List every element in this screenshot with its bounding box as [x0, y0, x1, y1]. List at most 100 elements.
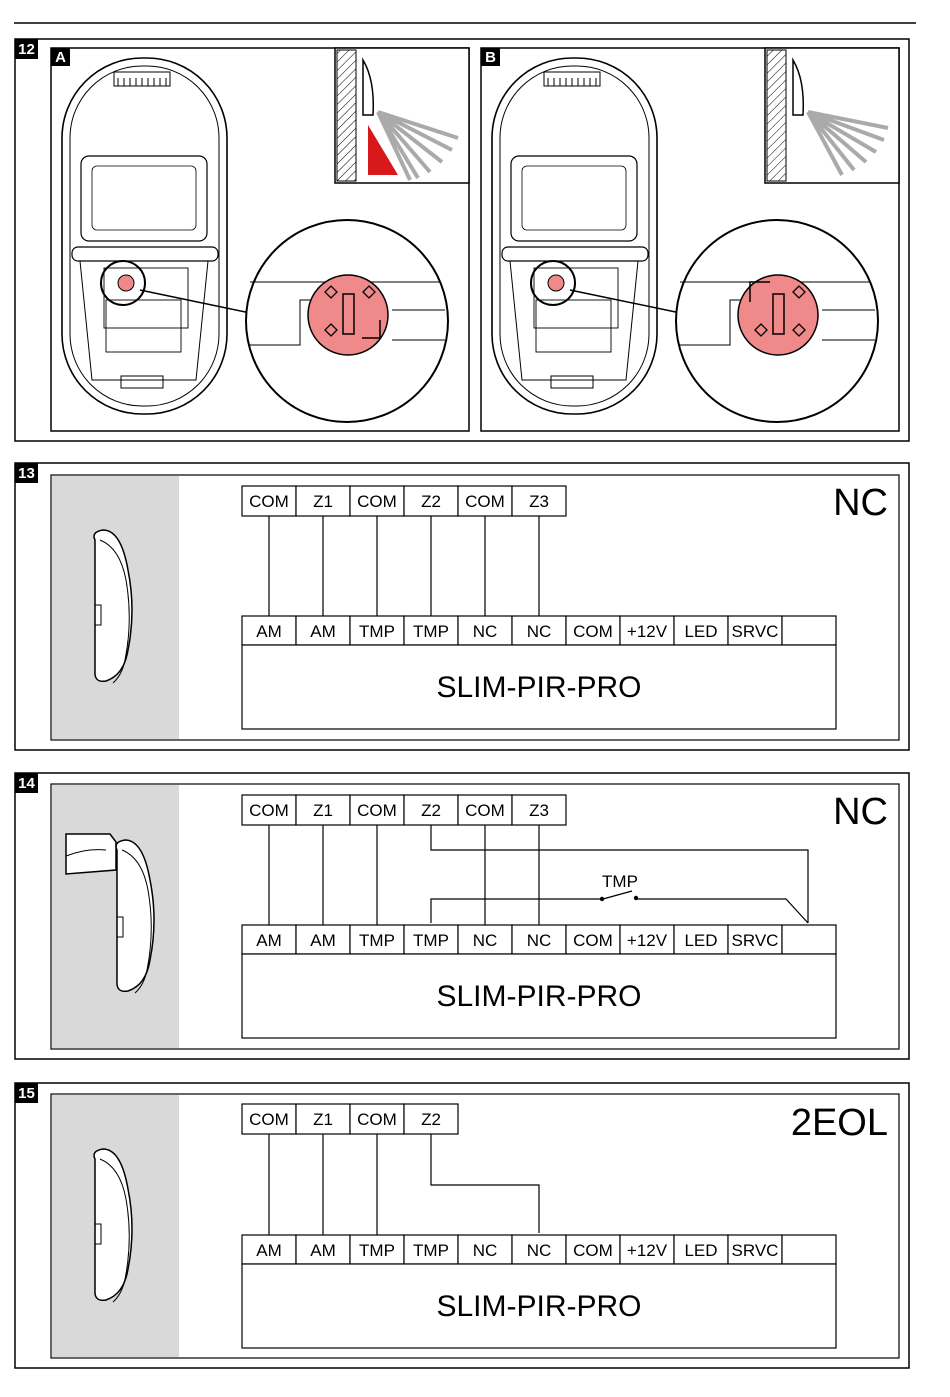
device-terminal-box [782, 1235, 836, 1264]
top-terminal-label: Z3 [529, 492, 549, 511]
panel-a-letter: A [55, 49, 66, 66]
detector-body-outline [62, 58, 227, 414]
corner-bracket-icon [66, 834, 116, 874]
device-terminal-label: NC [473, 1241, 498, 1260]
tamper-dial-small [118, 275, 134, 291]
detector-bottom-tab [121, 376, 163, 388]
top-terminal-label: Z2 [421, 1110, 441, 1129]
detector-body-inner [500, 66, 649, 406]
top-terminal-label: COM [249, 801, 289, 820]
top-terminal-label: Z2 [421, 492, 441, 511]
vent-slots [118, 78, 166, 86]
device-terminal-label: LED [684, 622, 717, 641]
device-terminal-label: COM [573, 1241, 613, 1260]
figure-15: 15 2EOL COMZ1COMZ2AMAMTMPTMPNCNCCOM+12VL… [15, 1083, 909, 1368]
switch-to-extra-terminal-wire [637, 899, 808, 923]
device-terminal-label: NC [527, 622, 552, 641]
detector-body-outline [492, 58, 657, 414]
device-name: SLIM-PIR-PRO [436, 671, 641, 704]
tamper-dial-large [308, 275, 388, 355]
device-terminal-label: +12V [627, 622, 668, 641]
detector-clip-strip [72, 247, 218, 261]
figure-14-number: 14 [18, 775, 35, 792]
wall-hatch [767, 50, 786, 181]
figure-15-number: 15 [18, 1085, 35, 1102]
device-terminal-label: COM [573, 931, 613, 950]
detector-clip-strip [502, 247, 648, 261]
device-terminal-label: NC [527, 1241, 552, 1260]
tamper-switch-label: TMP [602, 872, 638, 891]
top-terminal-label: COM [465, 492, 505, 511]
device-terminal-label: TMP [413, 1241, 449, 1260]
device-terminal-label: SRVC [732, 622, 779, 641]
detector-lens-window [81, 156, 207, 241]
device-terminal-label: TMP [359, 622, 395, 641]
switch-lever [603, 891, 632, 899]
device-terminal-label: AM [256, 622, 282, 641]
panel-b: B [481, 48, 899, 431]
panel-a: A [51, 48, 469, 431]
device-terminal-label: SRVC [732, 1241, 779, 1260]
detail-leader-line [140, 290, 260, 315]
device-terminal-label: NC [473, 931, 498, 950]
figure-13: 13 NC COMZ1COMZ2COMZ3AMAMTMPTMPNCNCCOM+1… [15, 463, 909, 750]
detector-lens-inner [522, 166, 626, 230]
mode-label: NC [833, 482, 888, 524]
device-terminal-label: TMP [413, 622, 449, 641]
device-terminal-label: NC [473, 622, 498, 641]
detector-lens-window [511, 156, 637, 241]
device-terminal-label: LED [684, 931, 717, 950]
top-terminal-label: COM [357, 801, 397, 820]
figure-13-number: 13 [18, 465, 35, 482]
device-terminal-label: TMP [359, 931, 395, 950]
top-terminal-label: Z2 [421, 801, 441, 820]
detector-body-inner [70, 66, 219, 406]
wall-panel [52, 785, 179, 1048]
device-terminal-label: TMP [359, 1241, 395, 1260]
device-terminal-label: COM [573, 622, 613, 641]
device-name: SLIM-PIR-PRO [436, 980, 641, 1013]
detector-pcb-block [536, 300, 611, 352]
device-terminal-box [782, 925, 836, 954]
figure-12: 12 A [15, 39, 909, 441]
top-terminal-label: COM [357, 1110, 397, 1129]
tmp-to-switch-wire [431, 899, 600, 923]
top-terminal-label: Z3 [529, 801, 549, 820]
mode-label: NC [833, 791, 888, 833]
detail-leader-line [570, 290, 690, 315]
detector-bottom-tab [551, 376, 593, 388]
z2-to-nc-wire [431, 1134, 539, 1233]
device-terminal-label: TMP [413, 931, 449, 950]
panel-b-letter: B [485, 49, 496, 66]
device-terminal-label: AM [256, 931, 282, 950]
wall-hatch [337, 50, 356, 181]
device-terminal-label: AM [310, 622, 336, 641]
top-terminal-label: Z1 [313, 801, 333, 820]
device-terminal-label: +12V [627, 931, 668, 950]
top-terminal-label: COM [249, 1110, 289, 1129]
top-terminal-label: Z1 [313, 1110, 333, 1129]
detector-pcb-block [106, 300, 181, 352]
top-terminal-label: Z1 [313, 492, 333, 511]
device-terminal-label: +12V [627, 1241, 668, 1260]
device-terminal-label: NC [527, 931, 552, 950]
top-terminal-label: COM [249, 492, 289, 511]
detector-lens-inner [92, 166, 196, 230]
figure-12-number: 12 [18, 41, 35, 58]
vent-slots [548, 78, 596, 86]
device-terminal-label: SRVC [732, 931, 779, 950]
device-terminal-label: LED [684, 1241, 717, 1260]
top-terminal-label: COM [357, 492, 397, 511]
device-terminal-box [782, 616, 836, 645]
device-terminal-label: AM [256, 1241, 282, 1260]
top-terminal-label: COM [465, 801, 505, 820]
device-terminal-label: AM [310, 1241, 336, 1260]
device-name: SLIM-PIR-PRO [436, 1290, 641, 1323]
mode-label: 2EOL [791, 1102, 888, 1144]
device-terminal-label: AM [310, 931, 336, 950]
tamper-dial-small [548, 275, 564, 291]
